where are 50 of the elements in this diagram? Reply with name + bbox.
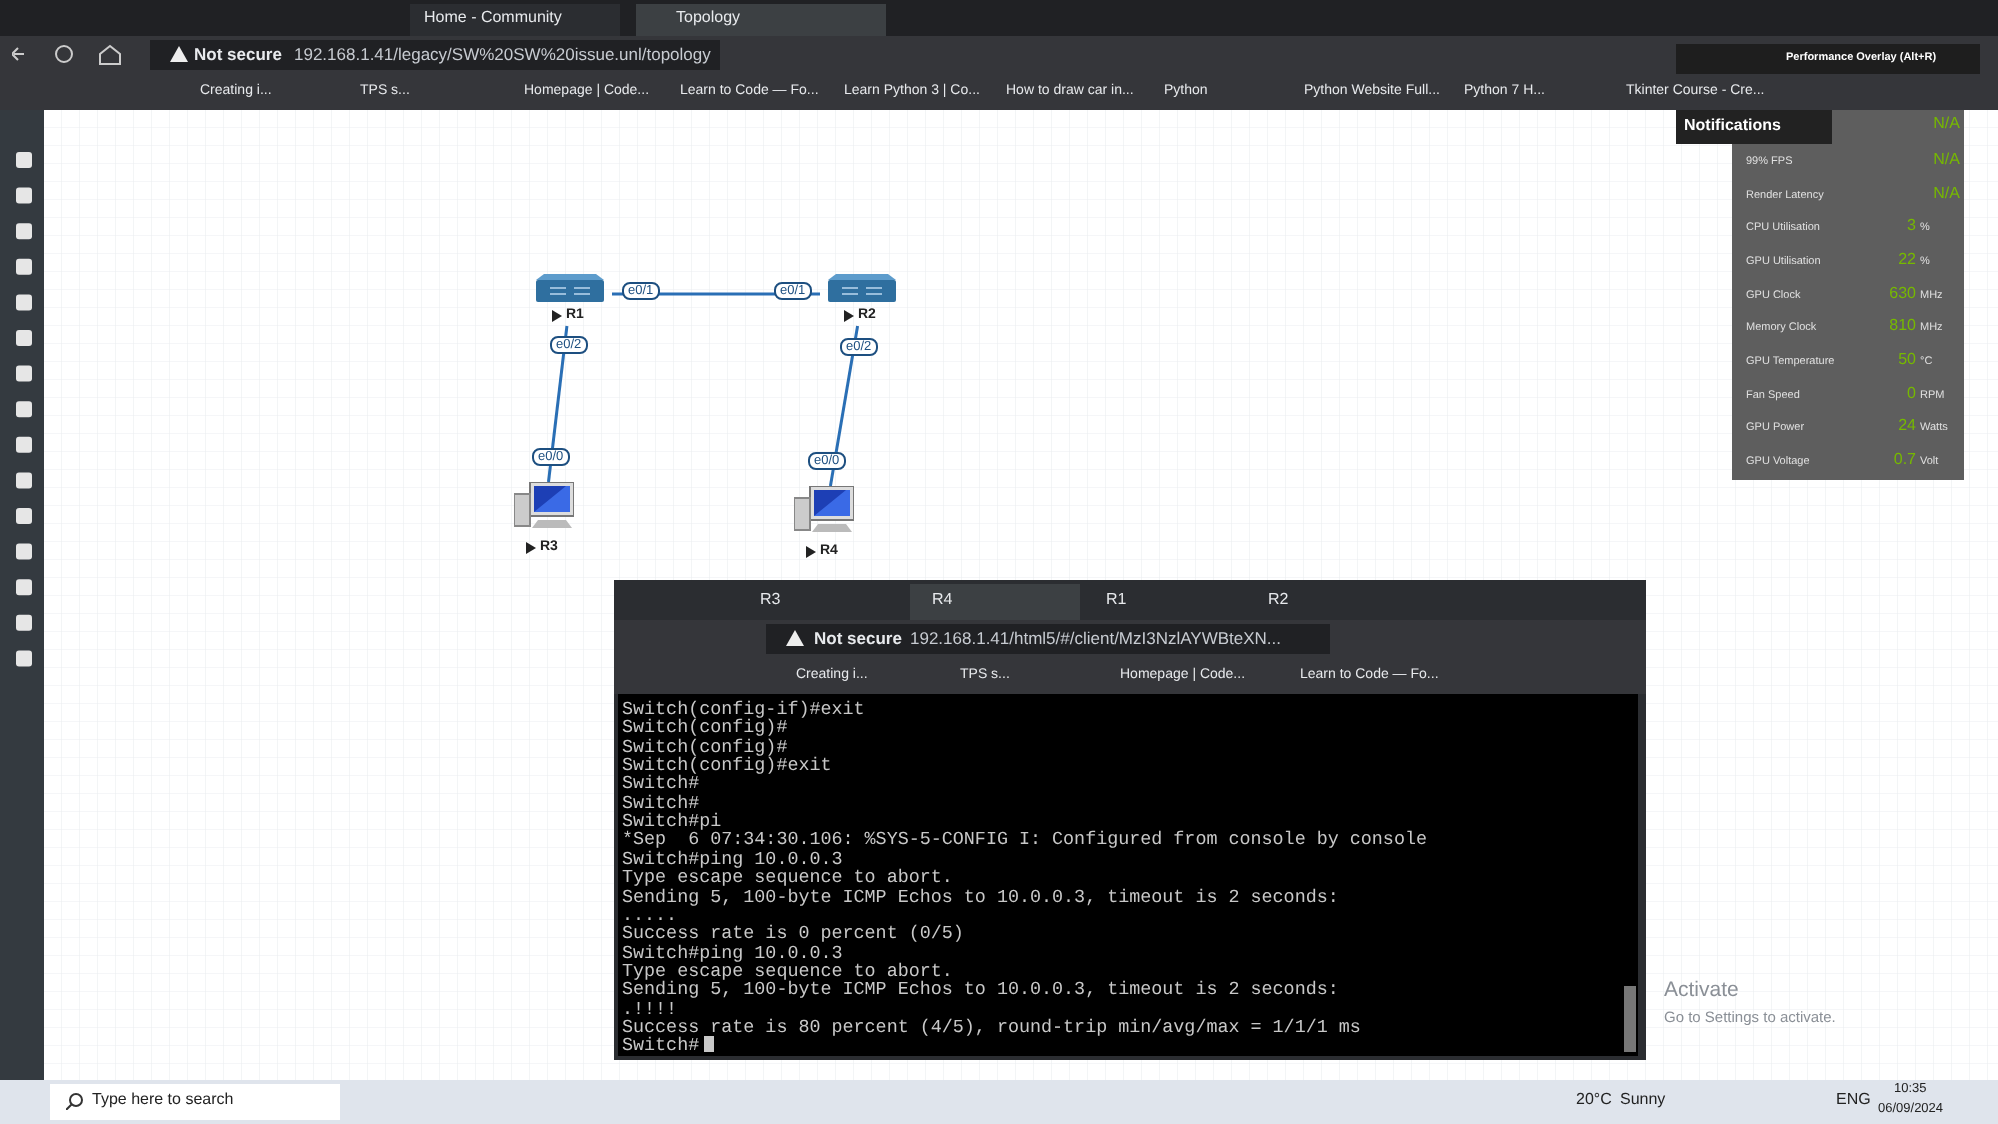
terminal-line: *Sep 6 07:34:30.106: %SYS-5-CONFIG I: Configured from console by console <box>622 830 1427 850</box>
terminal-line: Switch# <box>622 1036 700 1055</box>
terminal-line: ..... <box>622 905 678 925</box>
terminal-line: Switch# <box>622 774 700 794</box>
tab-title: R1 <box>1106 592 1127 610</box>
security-warning: Not secure <box>814 630 902 649</box>
notification-label: Notifications <box>1684 118 1781 136</box>
terminal-line: Success rate is 80 percent (4/5), round-trip min/avg/max = 1/1/1 ms <box>622 1017 1361 1037</box>
address-url: 192.168.1.41/html5/#/client/MzI3NzlAYWBteXN... <box>910 630 1282 649</box>
metric-value: 24 <box>1898 418 1916 436</box>
weather-label: Sunny <box>1620 1092 1666 1110</box>
terminal-line: Switch#pi <box>622 812 722 831</box>
network-link <box>612 292 820 296</box>
security-warning: Not secure <box>194 46 282 65</box>
terminal-line: Success rate is 0 percent (0/5) <box>622 924 964 943</box>
terminal-line: .!!!! <box>622 999 678 1018</box>
metric-value: 810 <box>1889 318 1916 336</box>
terminal-line: Switch(config)# <box>622 718 788 738</box>
tab-title: R4 <box>932 592 953 610</box>
terminal-line: Switch(config-if)#exit <box>622 700 865 719</box>
search-placeholder: Type here to search <box>92 1092 234 1110</box>
terminal-line: Type escape sequence to abort. <box>622 868 953 887</box>
tab-title: Home - Community <box>424 10 562 28</box>
computer-node <box>788 486 860 562</box>
tab-title: R3 <box>760 592 781 610</box>
metric-value: N/A <box>1933 116 1960 134</box>
activation-notice: Activate <box>1664 980 1739 1004</box>
temperature: 20°C <box>1576 1092 1612 1110</box>
language-indicator: ENG <box>1836 1092 1871 1110</box>
metric-value: N/A <box>1933 152 1960 170</box>
metric-value: 0.7 <box>1893 452 1916 470</box>
terminal-line: Sending 5, 100-byte ICMP Echos to 10.0.0.3, timeout is 2 seconds: <box>622 887 1339 906</box>
metric-value: 22 <box>1898 252 1916 270</box>
computer-node <box>508 482 580 558</box>
terminal-line: Switch#ping 10.0.0.3 <box>622 849 843 868</box>
terminal-line: Switch(config)#exit <box>622 756 832 775</box>
terminal-line: Switch#ping 10.0.0.3 <box>622 943 843 962</box>
tab-title: Topology <box>676 10 741 28</box>
metric-value: 50 <box>1898 352 1916 370</box>
address-url: 192.168.1.41/legacy/SW%20SW%20issue.unl/topology <box>294 46 711 65</box>
metric-value: 3 <box>1907 218 1916 236</box>
terminal-line: Sending 5, 100-byte ICMP Echos to 10.0.0.3, timeout is 2 seconds: <box>622 980 1339 999</box>
terminal-line: Switch# <box>622 793 700 812</box>
metric-value: N/A <box>1933 186 1960 204</box>
metric-value: 630 <box>1889 286 1916 304</box>
tab-title: R2 <box>1268 592 1289 610</box>
terminal-line: Switch(config)# <box>622 737 788 756</box>
terminal-line: Type escape sequence to abort. <box>622 961 953 981</box>
network-link <box>828 325 860 487</box>
metric-value: 0 <box>1907 386 1916 404</box>
